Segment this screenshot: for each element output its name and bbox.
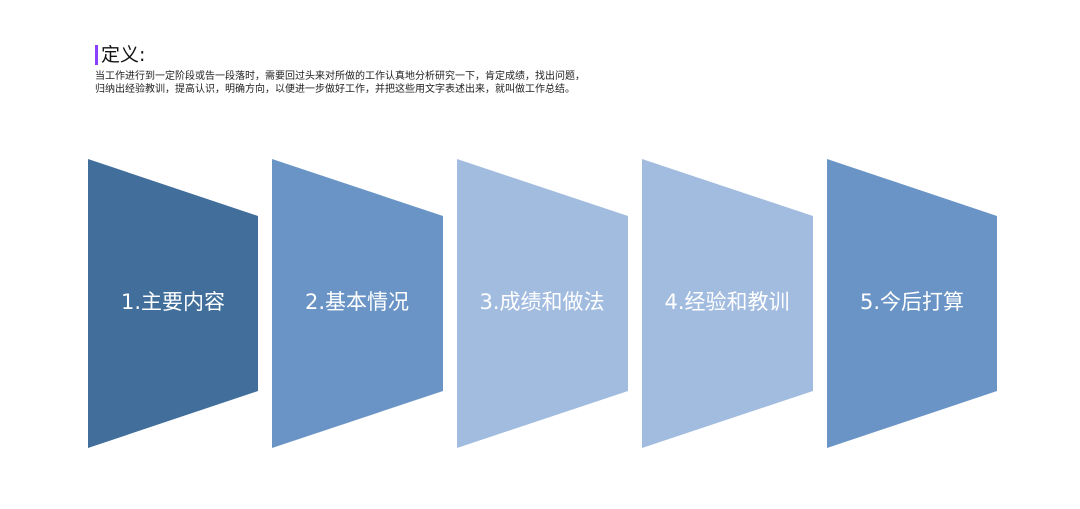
- step-2: 2.基本情况: [272, 159, 443, 448]
- accent-bar: [95, 45, 98, 65]
- step-5-shape: [827, 159, 997, 448]
- step-4: 4.经验和教训: [642, 159, 813, 448]
- step-5: 5.今后打算: [827, 159, 997, 448]
- step-4-shape: [642, 159, 813, 448]
- step-1-shape: [88, 159, 258, 448]
- step-3-label: 3.成绩和做法: [479, 290, 604, 314]
- step-2-label: 2.基本情况: [305, 290, 409, 314]
- step-1: 1.主要内容: [88, 159, 258, 448]
- definition-text: 当工作进行到一定阶段或告一段落时，需要回过头来对所做的工作认真地分析研究一下，肯…: [95, 70, 655, 96]
- step-2-shape: [272, 159, 443, 448]
- step-5-label: 5.今后打算: [860, 290, 964, 314]
- step-1-label: 1.主要内容: [121, 290, 225, 314]
- step-3-shape: [457, 159, 628, 448]
- definition-line-1: 当工作进行到一定阶段或告一段落时，需要回过头来对所做的工作认真地分析研究一下，肯…: [95, 71, 585, 82]
- definition-title: 定义:: [101, 44, 146, 66]
- definition-header: 定义:: [95, 44, 145, 66]
- definition-line-2: 归纳出经验教训，提高认识，明确方向，以便进一步做好工作，并把这些用文字表述出来，…: [95, 84, 575, 95]
- step-4-label: 4.经验和教训: [664, 290, 789, 314]
- step-3: 3.成绩和做法: [457, 159, 628, 448]
